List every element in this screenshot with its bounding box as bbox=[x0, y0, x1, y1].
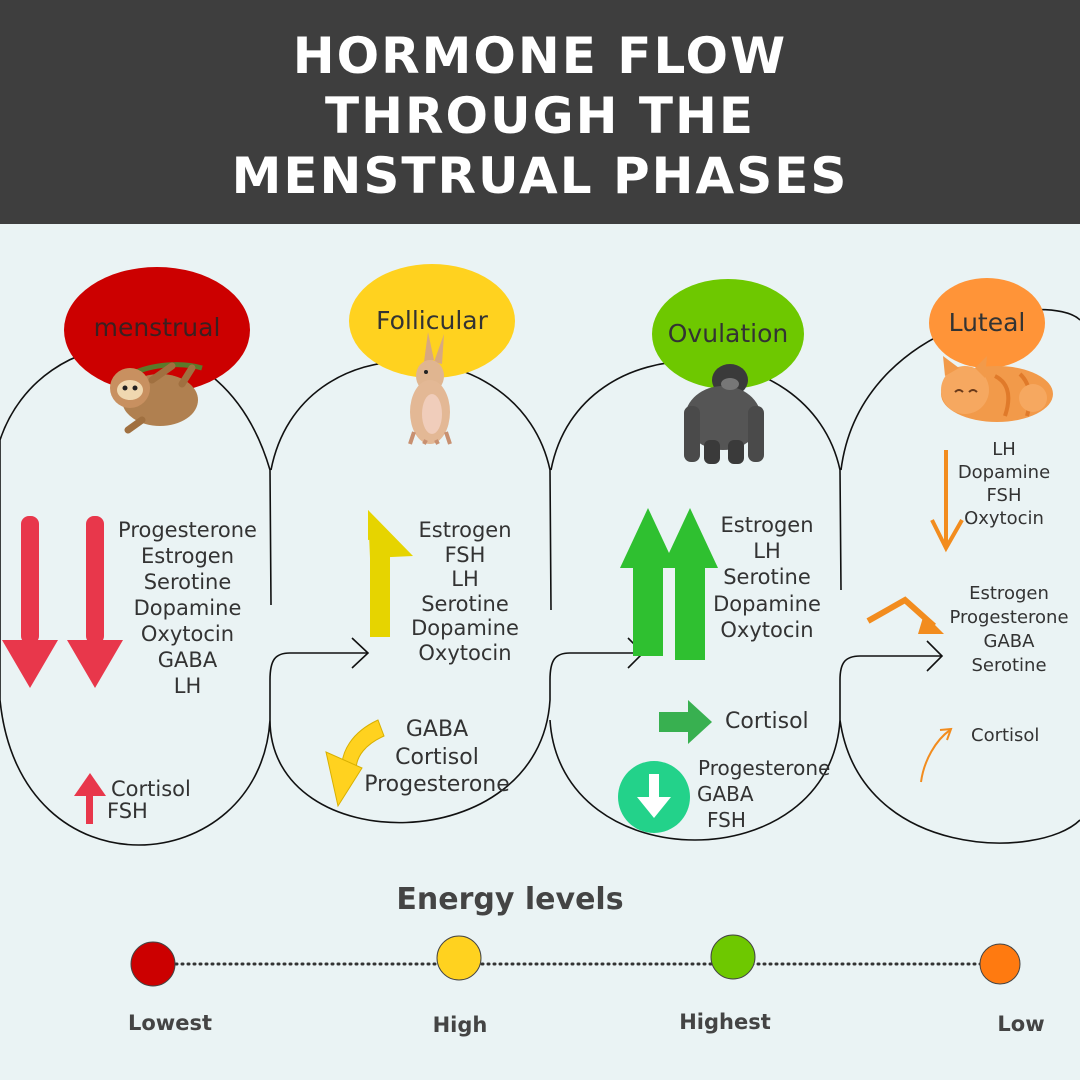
sloth-icon bbox=[110, 362, 203, 434]
phase-ellipse-follicular bbox=[349, 264, 515, 378]
hormone-item: LH bbox=[753, 539, 781, 564]
hormone-item: GABA bbox=[157, 648, 218, 672]
phase-ellipse-ovulation bbox=[652, 279, 804, 389]
follicular-increasing-list: Estrogen FSH LH Serotine Dopamine Oxytoc… bbox=[410, 518, 520, 666]
red-down-arrow-2 bbox=[67, 516, 123, 688]
hormone-item: Oxytocin bbox=[140, 622, 235, 646]
hormone-item: Dopamine bbox=[411, 616, 519, 641]
orange-curve-up-arrow bbox=[920, 727, 953, 783]
energy-dot-high bbox=[436, 935, 482, 981]
down-arrow-badge-icon bbox=[618, 761, 690, 833]
hormone-item: Serotine bbox=[421, 591, 509, 616]
yellow-curved-down-arrow bbox=[325, 719, 385, 808]
phase-label-menstrual: menstrual bbox=[93, 313, 221, 342]
hormone-item: Serotine bbox=[971, 655, 1047, 676]
hormone-item: LH bbox=[173, 674, 202, 698]
follicular-decreasing-list: GABA Cortisol Progesterone bbox=[362, 716, 512, 799]
green-up-arrow-2 bbox=[662, 508, 718, 660]
energy-label-highest: Highest bbox=[679, 1010, 771, 1034]
menstrual-increasing-item-2: FSH bbox=[107, 799, 148, 823]
energy-dot-lowest bbox=[130, 941, 176, 987]
hormone-item: Progesterone bbox=[949, 607, 1069, 628]
hare-icon bbox=[408, 332, 452, 445]
cat-icon bbox=[941, 356, 1053, 422]
hormone-item: GABA bbox=[697, 782, 754, 806]
hormone-item: Progesterone bbox=[118, 518, 257, 542]
orange-peak-arrow bbox=[866, 596, 944, 634]
hormone-item: Estrogen bbox=[418, 518, 512, 542]
page-title: HORMONE FLOW THROUGH THE MENSTRUAL PHASE… bbox=[231, 27, 849, 205]
energy-dot-highest bbox=[710, 934, 756, 980]
ovulation-steady-item: Cortisol bbox=[725, 709, 809, 734]
red-down-arrow-1 bbox=[2, 516, 58, 688]
flow-arrow-head-1 bbox=[351, 637, 370, 669]
energy-label-low: Low bbox=[997, 1012, 1045, 1036]
hormone-item: FSH bbox=[707, 808, 746, 832]
hormone-item: FSH bbox=[444, 542, 486, 567]
menstrual-increasing-item-1: Cortisol bbox=[111, 777, 191, 801]
green-right-arrow bbox=[659, 700, 712, 744]
energy-label-high: High bbox=[432, 1013, 488, 1037]
ovulation-increasing-list: Estrogen LH Serotine Dopamine Oxytocin bbox=[707, 512, 827, 643]
luteal-cortisol-item: Cortisol bbox=[971, 725, 1040, 746]
phase-ellipse-luteal bbox=[929, 278, 1045, 368]
energy-label-lowest: Lowest bbox=[128, 1011, 212, 1035]
green-up-arrow-1 bbox=[620, 508, 676, 656]
flow-arrow-head-3 bbox=[926, 640, 944, 672]
hormone-item: Estrogen bbox=[969, 583, 1049, 604]
energy-levels-title: Energy levels bbox=[396, 882, 624, 917]
yellow-up-arrow bbox=[368, 510, 413, 637]
hormone-item: GABA bbox=[983, 631, 1035, 652]
phase-ellipse-menstrual bbox=[64, 267, 250, 393]
hormone-item: Estrogen bbox=[140, 544, 235, 568]
hormone-item: Dopamine bbox=[713, 591, 821, 616]
hormone-item: FSH bbox=[986, 485, 1022, 506]
hormone-item: Progesterone bbox=[364, 772, 510, 797]
luteal-decreasing-list: LH Dopamine FSH Oxytocin bbox=[952, 438, 1056, 530]
hormone-item: Oxytocin bbox=[964, 508, 1044, 529]
hormone-item: Dopamine bbox=[133, 596, 242, 620]
hormone-item: Serotine bbox=[723, 565, 811, 590]
hormone-item: Estrogen bbox=[720, 513, 814, 537]
hormone-item: Oxytocin bbox=[720, 617, 814, 642]
hormone-item: Serotine bbox=[143, 570, 232, 594]
phase-label-luteal: Luteal bbox=[948, 308, 1026, 337]
gorilla-icon bbox=[684, 364, 764, 464]
hormone-item: Oxytocin bbox=[418, 640, 512, 665]
ovulation-decreasing-list: Progesterone GABA FSH bbox=[695, 755, 830, 833]
hormone-item: LH bbox=[451, 567, 479, 592]
menstrual-decreasing-list: Progesterone Estrogen Serotine Dopamine … bbox=[110, 517, 265, 699]
hormone-item: Dopamine bbox=[957, 462, 1051, 483]
red-up-arrow bbox=[74, 773, 106, 824]
hormone-item: Progesterone bbox=[698, 756, 831, 780]
hormone-item: GABA bbox=[405, 717, 469, 742]
title-banner: HORMONE FLOW THROUGH THE MENSTRUAL PHASE… bbox=[0, 0, 1080, 224]
phase-label-ovulation: Ovulation bbox=[667, 319, 789, 348]
hormone-item: Cortisol bbox=[395, 744, 479, 770]
phase-label-follicular: Follicular bbox=[376, 306, 488, 335]
orange-down-arrow bbox=[930, 450, 964, 553]
hormone-item: LH bbox=[992, 439, 1016, 460]
energy-dot-low bbox=[979, 943, 1021, 985]
luteal-peak-list: Estrogen Progesterone GABA Serotine bbox=[943, 582, 1075, 678]
